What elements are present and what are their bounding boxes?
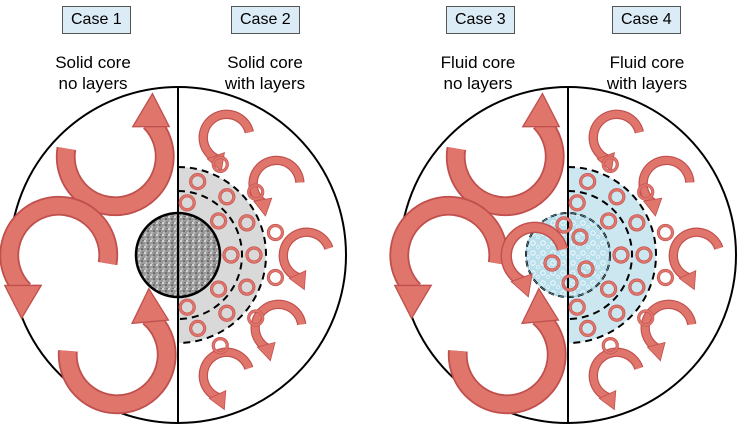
left-layer-shading (178, 167, 266, 343)
case-4-line-1: Fluid core (609, 53, 685, 72)
case-3-line-2: no layers (443, 74, 513, 93)
left-outer-layer-boundary (177, 166, 267, 344)
right-layer-shading (568, 167, 656, 343)
case-1-label: Case 1 (62, 6, 131, 34)
case-4-description: Fluid core with layers (572, 52, 722, 94)
case-1-description: Solid core no layers (18, 52, 168, 94)
case-2-description: Solid core with layers (190, 52, 340, 94)
case-4-line-2: with layers (606, 74, 688, 93)
case-1-line-2: no layers (58, 74, 128, 93)
case-2-label: Case 2 (231, 6, 300, 34)
case-1-line-1: Solid core (55, 53, 131, 72)
right-layered-half (567, 166, 657, 344)
case-3-line-1: Fluid core (440, 53, 516, 72)
right-inner-layer-boundary (567, 190, 633, 320)
right-outer-layer-boundary (567, 166, 657, 344)
left-inner-layer-boundary (177, 190, 243, 320)
case-3-label: Case 3 (446, 6, 515, 34)
case-4-label: Case 4 (612, 6, 681, 34)
left-layered-half (177, 166, 267, 344)
case-2-line-1: Solid core (227, 53, 303, 72)
case-2-line-2: with layers (224, 74, 306, 93)
case-3-description: Fluid core no layers (403, 52, 553, 94)
